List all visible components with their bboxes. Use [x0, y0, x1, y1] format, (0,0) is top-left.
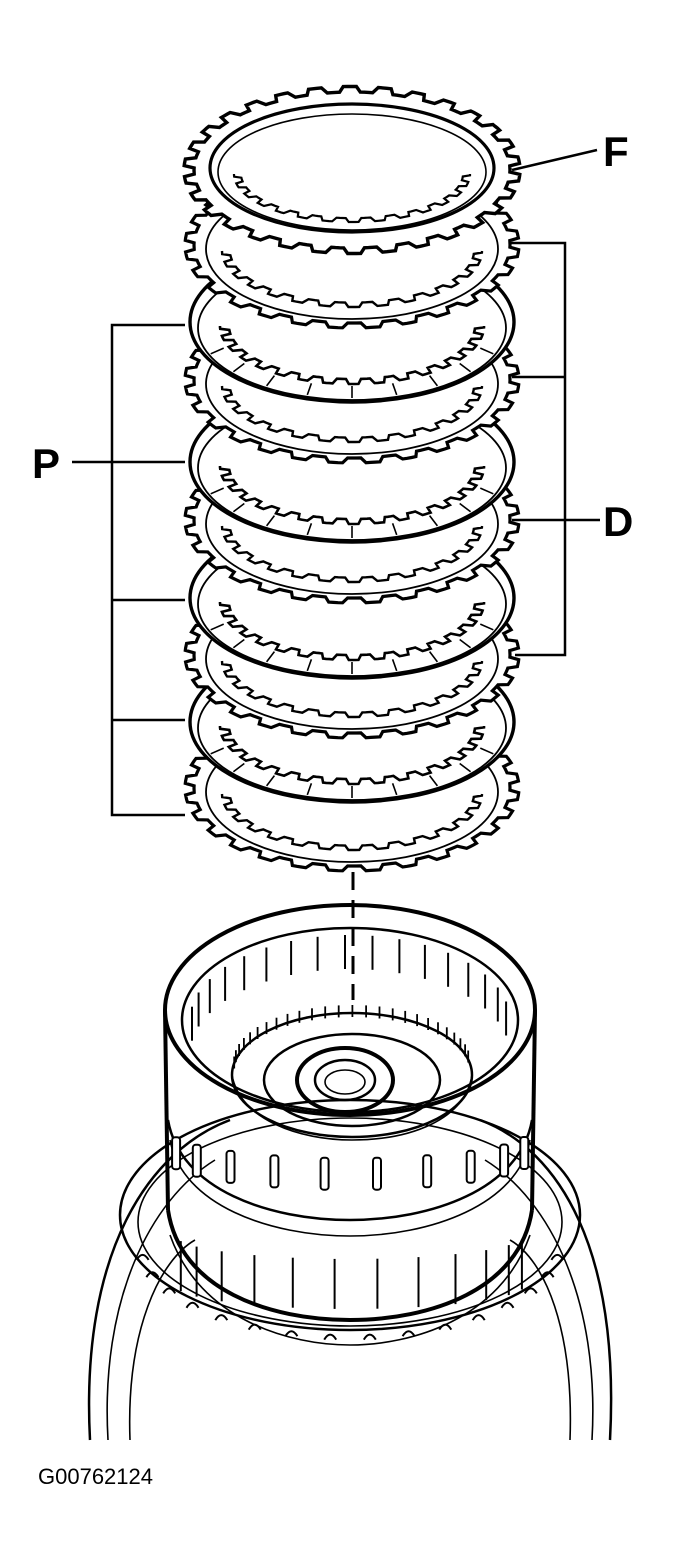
label-d: D [603, 498, 633, 545]
figure-code: G00762124 [38, 1464, 153, 1489]
label-p: P [32, 440, 60, 487]
clutch-plate-stack [182, 84, 522, 873]
drum-splines [135, 935, 565, 1341]
clutch-housing [87, 903, 613, 1441]
callout-lines [72, 148, 600, 817]
clutch-plate-10 [182, 84, 522, 256]
label-f: F [603, 128, 629, 175]
